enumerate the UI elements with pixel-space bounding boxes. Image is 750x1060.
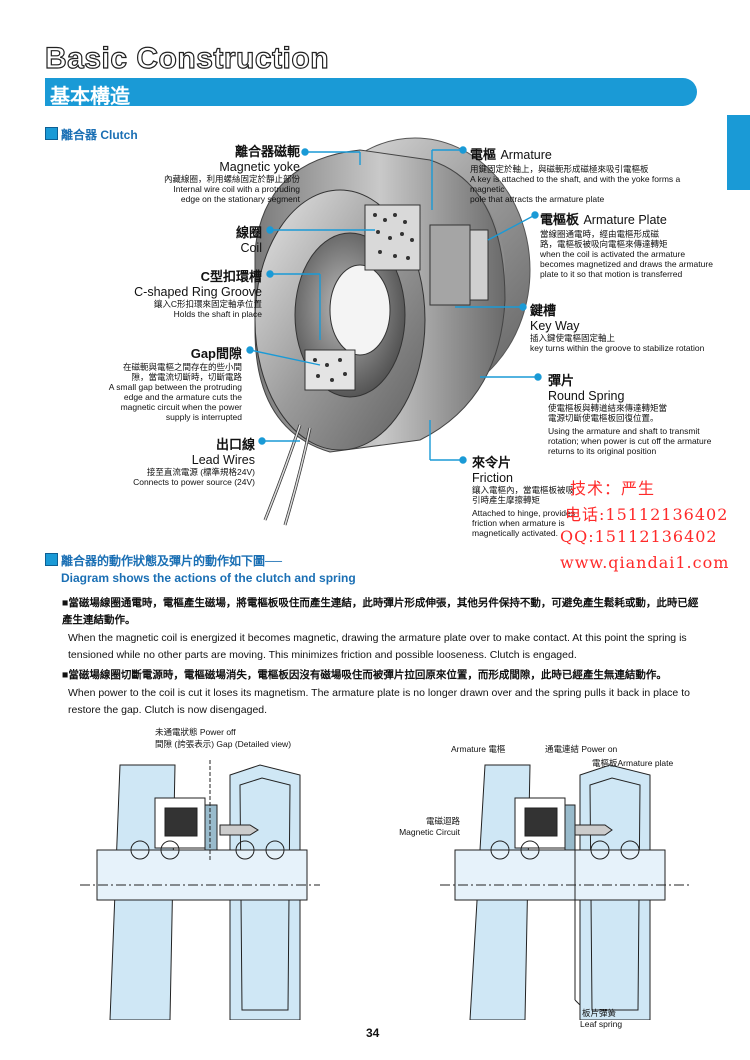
diagram-right-armature: Armature 電樞 bbox=[451, 744, 506, 754]
label-ring-groove: C型扣環槽 C-shaped Ring Groove 鑲入C形扣環來固定軸承位置… bbox=[134, 269, 262, 319]
section-clutch-heading: 離合器 Clutch bbox=[45, 126, 138, 143]
watermark-line-2: 电话:15112136402 bbox=[565, 505, 729, 524]
label-magnetic-yoke: 離合器磁軛 Magnetic yoke 內藏線圈，利用螺絲固定於靜止部份 Int… bbox=[163, 144, 300, 204]
clutch-illustration bbox=[246, 137, 542, 526]
label-armature-plate: 電樞板 Armature Plate 當線圈通電時，經由電樞形成磁 路，電樞板被… bbox=[540, 212, 713, 279]
title-zh: 基本構造 bbox=[50, 86, 130, 108]
label-key-way: 鍵槽 Key Way 插入鍵使電樞固定軸上 key turns within t… bbox=[530, 303, 705, 353]
title-band bbox=[45, 78, 697, 106]
paragraph-2-zh: ■當磁場線圈切斷電源時，電樞磁場消失，電樞板因沒有磁場吸住而被彈片拉回原來位置，… bbox=[62, 669, 667, 681]
diagram-left-power-off: 未通電狀態 Power off bbox=[155, 727, 236, 737]
paragraph-1-en: When the magnetic coil is energized it b… bbox=[68, 632, 687, 661]
diagram-right-circuit-en: Magnetic Circuit bbox=[399, 827, 460, 837]
label-friction: 來令片 Friction 鑲入電樞內，當電樞板被吸 引時產生摩擦轉矩 Attac… bbox=[472, 455, 576, 538]
square-bullet-icon bbox=[45, 553, 58, 566]
label-lead-wires: 出口線 Lead Wires 接至直流電源 (標準規格24V) Connects… bbox=[133, 437, 255, 487]
label-coil: 線圈 Coil bbox=[235, 225, 262, 255]
diagram-right-circuit-zh: 電磁迴路 bbox=[425, 816, 460, 826]
watermark-line-3: QQ:15112136402 bbox=[560, 527, 718, 546]
square-bullet-icon bbox=[45, 127, 58, 140]
diagram-right-power-on: 通電連結 Power on bbox=[545, 744, 618, 754]
section-actions-subheading: Diagram shows the actions of the clutch … bbox=[61, 571, 356, 585]
diagram-left-gap: 間隙 (誇張表示) Gap (Detailed view) bbox=[155, 739, 292, 749]
label-round-spring: 彈片 Round Spring 使電樞板與轉道結來傳達轉矩當 電源切斷使電樞板回… bbox=[548, 373, 712, 456]
side-tab bbox=[727, 115, 750, 190]
diagram-right-plate: 電樞板Armature plate bbox=[592, 758, 674, 768]
paragraph-2-en: When power to the coil is cut it loses i… bbox=[68, 687, 690, 716]
label-armature: 電樞 Armature 用鍵固定於軸上，與磁軛形成磁極來吸引電樞板 A key … bbox=[470, 147, 681, 204]
paragraph-1-zh: ■當磁場線圈通電時，電樞產生磁場，將電樞板吸住而產生連結，此時彈片形成伸張，其他… bbox=[62, 597, 699, 626]
watermark-line-1: 技术：严生 bbox=[570, 479, 656, 498]
label-gap: Gap間隙 在磁軛與電樞之間存在的些小間 隙，當電流切斷時，切斷電路 A sma… bbox=[108, 346, 242, 422]
page-title: Basic Construction bbox=[44, 41, 330, 75]
page-number: 34 bbox=[366, 1026, 380, 1040]
section-actions-heading: 離合器的動作狀態及彈片的動作如下圖── bbox=[45, 552, 282, 569]
section-clutch-label: 離合器 Clutch bbox=[61, 128, 138, 142]
watermark-line-4: www.qiandai1.com bbox=[560, 553, 730, 572]
diagram-right-leaf-zh: 板片彈簧 bbox=[582, 1008, 617, 1018]
diagram-right-leaf-en: Leaf spring bbox=[580, 1019, 623, 1029]
clutch-section-diagrams bbox=[80, 760, 690, 1020]
